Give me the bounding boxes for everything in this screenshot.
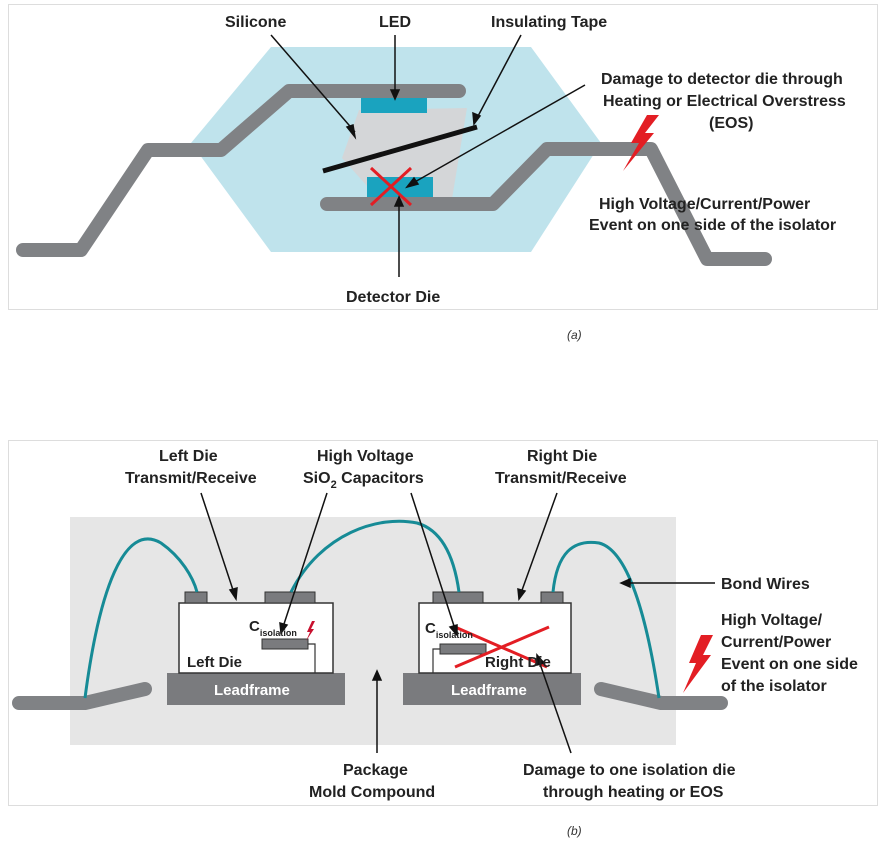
right-die-box xyxy=(418,602,572,674)
label-left-die-line2: Transmit/Receive xyxy=(125,470,257,487)
label-damage-line1: Damage to one isolation die xyxy=(523,762,736,779)
label-event-line4: of the isolator xyxy=(721,678,827,695)
caption-b: (b) xyxy=(567,824,582,838)
bond-wires xyxy=(83,519,661,699)
label-leadframe-left: Leadframe xyxy=(214,682,290,699)
bond-pad xyxy=(540,591,564,604)
label-event-line3: Event on one side xyxy=(721,656,858,673)
right-lead xyxy=(320,142,772,266)
label-c2-sub: isolation xyxy=(436,630,473,640)
damage-x-mark xyxy=(454,625,550,669)
label-damage-line2: through heating or EOS xyxy=(543,784,724,801)
label-right-die-line1: Right Die xyxy=(527,448,597,465)
label-insulating-tape: Insulating Tape xyxy=(491,14,607,31)
insulating-tape xyxy=(322,124,478,174)
right-capacitor xyxy=(432,643,487,673)
label-c-main: C xyxy=(249,618,260,635)
small-lightning-icon xyxy=(306,621,315,641)
label-sio-subscript: 2 xyxy=(331,479,337,491)
panel-b-capacitive-isolator: Left Die Transmit/Receive High Voltage S… xyxy=(8,440,878,806)
label-detector-die: Detector Die xyxy=(346,289,440,306)
leadframe-right-body xyxy=(403,673,581,705)
right-external-lead xyxy=(594,682,728,710)
left-lead xyxy=(16,84,466,257)
label-sio-text: SiO xyxy=(303,470,331,487)
label-c2-main: C xyxy=(425,620,436,637)
label-package-line2: Mold Compound xyxy=(309,784,435,801)
label-hv-line1: High Voltage xyxy=(317,448,414,465)
damage-x-mark xyxy=(369,166,413,207)
label-left-die: Left Die xyxy=(187,654,242,671)
label-right-die: Right Die xyxy=(485,654,551,671)
label-left-die-line1: Left Die xyxy=(159,448,218,465)
package-mold-compound xyxy=(70,517,676,745)
led-die xyxy=(361,98,427,113)
bond-pad xyxy=(432,591,484,604)
label-event-line2: Event on one side of the isolator xyxy=(589,217,836,234)
label-hv-line2: SiO2 Capacitors xyxy=(303,470,424,491)
capacitive-isolator-diagram: Left Die Transmit/Receive High Voltage S… xyxy=(12,448,858,801)
left-external-lead xyxy=(12,682,152,710)
leadframe-left-body xyxy=(167,673,345,705)
label-event-line2: Current/Power xyxy=(721,634,831,651)
label-damage-line3: (EOS) xyxy=(709,115,753,132)
label-c-sub: isolation xyxy=(260,628,297,638)
label-c-isolation-left: Cisolation xyxy=(249,618,297,638)
label-event-line1: High Voltage/ xyxy=(721,612,823,629)
bond-pad xyxy=(264,591,316,604)
caption-a: (a) xyxy=(567,328,582,342)
left-capacitor xyxy=(261,638,316,673)
label-led: LED xyxy=(379,14,411,31)
label-c-isolation-right: Cisolation xyxy=(425,620,473,640)
label-damage-line2: Heating or Electrical Overstress xyxy=(603,93,846,110)
pointer-lines xyxy=(200,492,715,754)
label-right-die-line2: Transmit/Receive xyxy=(495,470,627,487)
label-package-line1: Package xyxy=(343,762,408,779)
optocoupler-diagram: Silicone LED Insulating Tape Damage to d… xyxy=(16,14,846,306)
lightning-icon xyxy=(623,115,659,171)
bond-pad xyxy=(184,591,208,604)
label-damage-line1: Damage to detector die through xyxy=(601,71,843,88)
pointer-lines xyxy=(270,34,586,277)
lightning-icon xyxy=(683,635,713,693)
label-event-line1: High Voltage/Current/Power xyxy=(599,196,810,213)
label-capacitors-text: Capacitors xyxy=(337,470,424,487)
label-silicone: Silicone xyxy=(225,14,286,31)
label-leadframe-right: Leadframe xyxy=(451,682,527,699)
label-bond-wires: Bond Wires xyxy=(721,576,810,593)
panel-a-optocoupler: Silicone LED Insulating Tape Damage to d… xyxy=(8,4,878,310)
